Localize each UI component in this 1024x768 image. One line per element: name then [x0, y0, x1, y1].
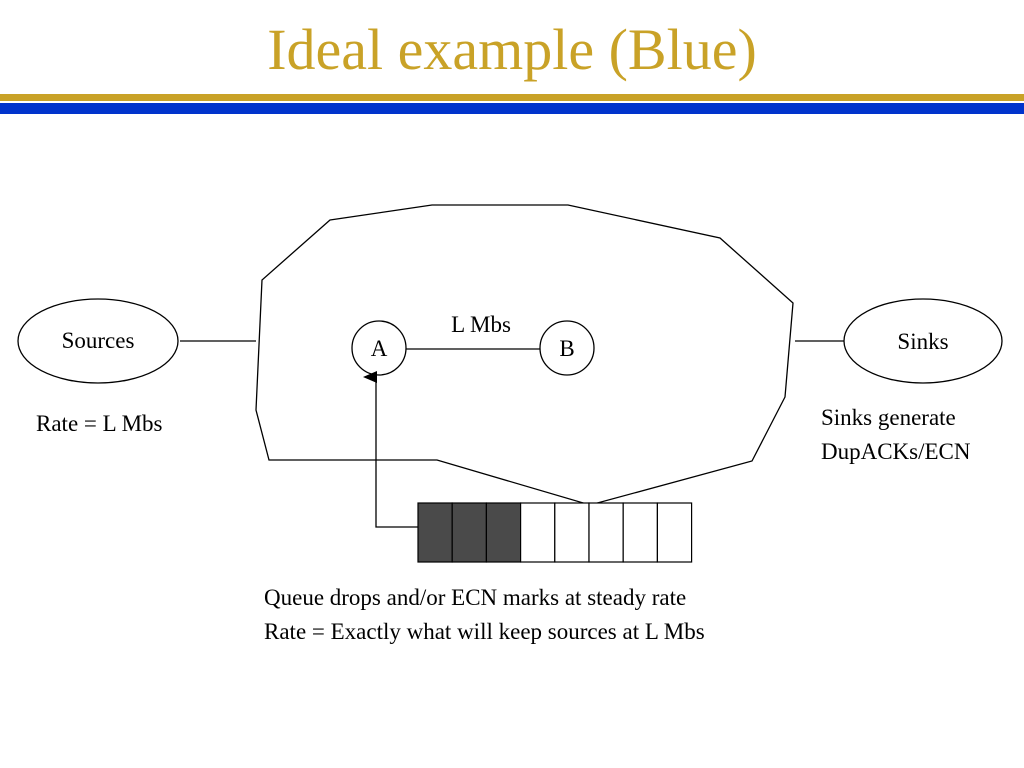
node-a [351, 320, 407, 376]
queue-caption-line1: Queue drops and/or ECN marks at steady r… [264, 585, 687, 610]
queue-slot-empty [622, 502, 659, 563]
node-b-label: B [559, 336, 574, 361]
sources-rate-text: Rate = L Mbs [36, 407, 162, 441]
queue [417, 502, 693, 563]
queue-caption-line2: Rate = Exactly what will keep sources at… [264, 619, 705, 644]
queue-slot-empty [588, 502, 624, 563]
queue-feedback-arrow [363, 371, 418, 528]
queue-slot-empty [519, 502, 556, 563]
queue-slot-filled [417, 502, 453, 563]
queue-slot-empty [656, 502, 693, 563]
sinks-note-line1: Sinks generate [821, 405, 956, 430]
title-rule-blue [0, 103, 1024, 114]
queue-slot-empty [554, 502, 590, 563]
link-label: L Mbs [451, 312, 511, 337]
node-a-label: A [371, 336, 388, 361]
slide-title: Ideal example (Blue) [267, 17, 757, 82]
queue-caption: Queue drops and/or ECN marks at steady r… [264, 581, 705, 649]
sinks-label: Sinks [897, 329, 948, 354]
sinks-note: Sinks generate DupACKs/ECN [821, 401, 971, 469]
node-b [539, 320, 595, 376]
queue-slot-filled [451, 502, 488, 563]
network-cloud [255, 204, 794, 506]
sources-rate-label: Rate = L Mbs [36, 411, 163, 436]
sources-label: Sources [62, 328, 135, 353]
title-rule-gold [0, 94, 1024, 101]
sources-node [17, 298, 179, 384]
sinks-note-line2: DupACKs/ECN [821, 439, 971, 464]
queue-slot-filled [485, 502, 522, 563]
